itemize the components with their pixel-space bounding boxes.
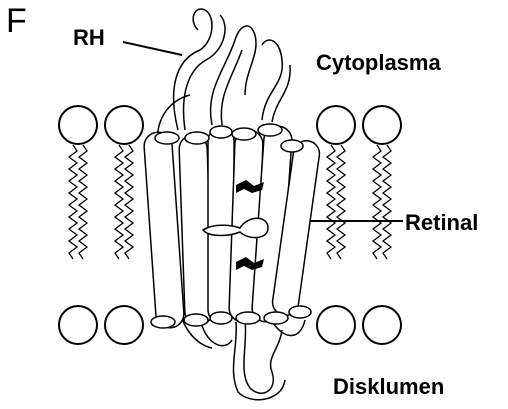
rh-leader-line	[123, 42, 182, 55]
